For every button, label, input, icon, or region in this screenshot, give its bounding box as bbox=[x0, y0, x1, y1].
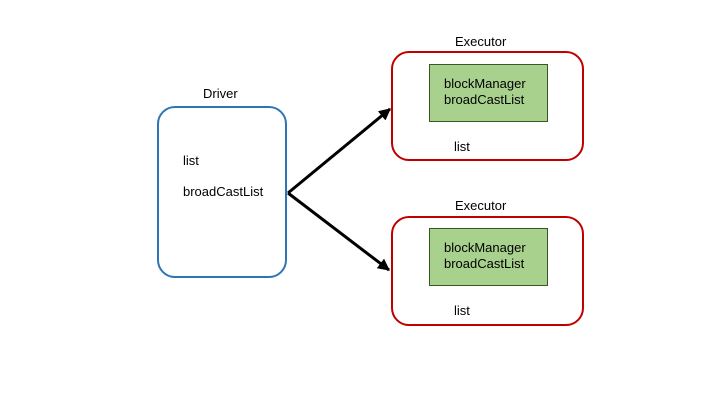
driver-item-broadcastlist: broadCastList bbox=[183, 184, 264, 199]
executor-inner-box: blockManager broadCastList bbox=[429, 64, 548, 122]
inner-line-broadcastlist: broadCastList bbox=[444, 256, 525, 271]
executor-title: Executor bbox=[455, 34, 507, 49]
driver-item-list: list bbox=[183, 153, 199, 168]
inner-line-blockmanager: blockManager bbox=[444, 240, 526, 255]
inner-line-blockmanager: blockManager bbox=[444, 76, 526, 91]
executor-footer-list: list bbox=[454, 139, 470, 154]
executor-title: Executor bbox=[455, 198, 507, 213]
executor-footer-list: list bbox=[454, 303, 470, 318]
driver-box bbox=[157, 106, 287, 278]
driver-title: Driver bbox=[203, 86, 238, 101]
arrow-to-executor-1 bbox=[287, 107, 391, 195]
arrow-to-executor-2 bbox=[287, 191, 390, 272]
executor-inner-box: blockManager broadCastList bbox=[429, 228, 548, 286]
inner-line-broadcastlist: broadCastList bbox=[444, 92, 525, 107]
